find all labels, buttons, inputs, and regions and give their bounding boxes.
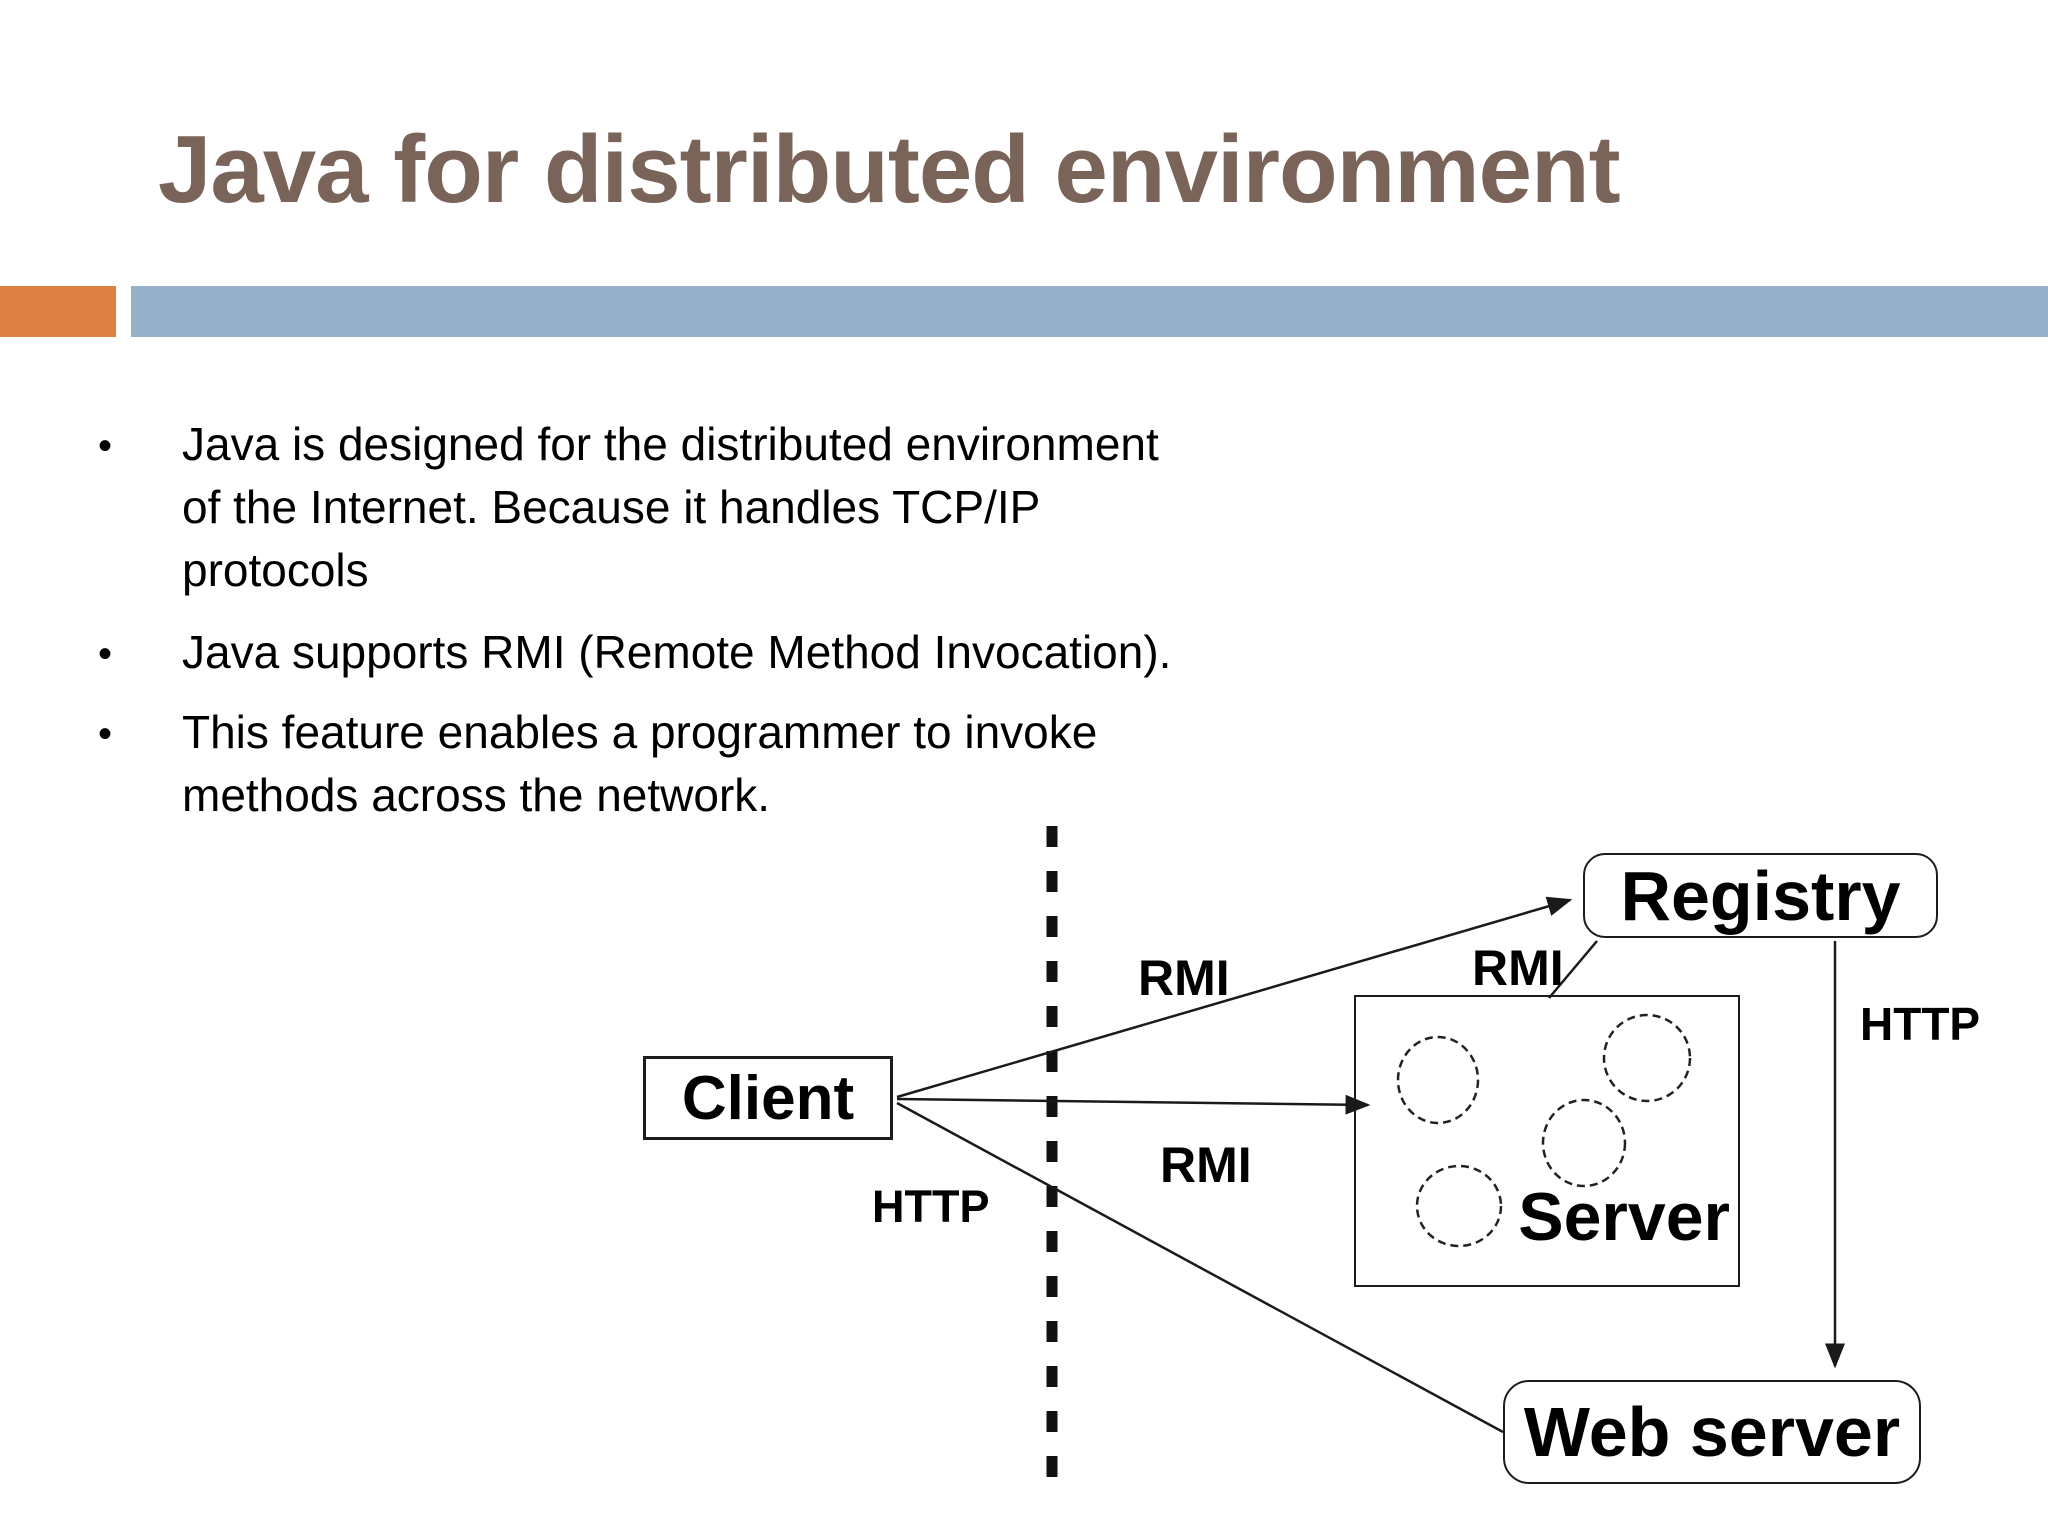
bullet-text-line: methods across the network. xyxy=(182,769,771,821)
web-server-node: Web server xyxy=(1503,1380,1921,1484)
http-label-client-webserver: HTTP xyxy=(872,1181,990,1232)
bullet-item: • Java supports RMI (Remote Method Invoc… xyxy=(98,621,1462,684)
bullet-item: • Java is designed for the distributed e… xyxy=(98,413,1462,602)
server-node: Server xyxy=(1354,995,1740,1287)
bullet-text-line: Java supports RMI (Remote Method Invocat… xyxy=(182,626,1172,678)
server-node-label: Server xyxy=(1518,1179,1730,1255)
registry-node: Registry xyxy=(1583,853,1938,938)
rmi-label-client-server: RMI xyxy=(1160,1137,1252,1193)
bullet-item: • This feature enables a programmer to i… xyxy=(98,701,1462,827)
bullet-marker: • xyxy=(98,712,113,756)
bullet-text-line: of the Internet. Because it handles TCP/… xyxy=(182,481,1041,533)
accent-bar-blue xyxy=(131,286,2048,337)
rmi-label-server-registry: RMI xyxy=(1472,940,1564,996)
client-node: Client xyxy=(643,1056,893,1140)
slide-title: Java for distributed environment xyxy=(158,116,1621,223)
rmi-label-client-registry: RMI xyxy=(1138,950,1230,1006)
bullet-text-line: This feature enables a programmer to inv… xyxy=(182,706,1098,758)
bullet-marker: • xyxy=(98,632,113,676)
edge-client-server-rmi xyxy=(896,1094,1371,1115)
accent-bar-orange xyxy=(0,286,116,337)
http-label-registry-webserver: HTTP xyxy=(1860,998,1981,1050)
bullet-text-line: protocols xyxy=(182,544,369,596)
bullet-marker: • xyxy=(98,424,113,468)
bullet-text-line: Java is designed for the distributed env… xyxy=(182,418,1159,470)
